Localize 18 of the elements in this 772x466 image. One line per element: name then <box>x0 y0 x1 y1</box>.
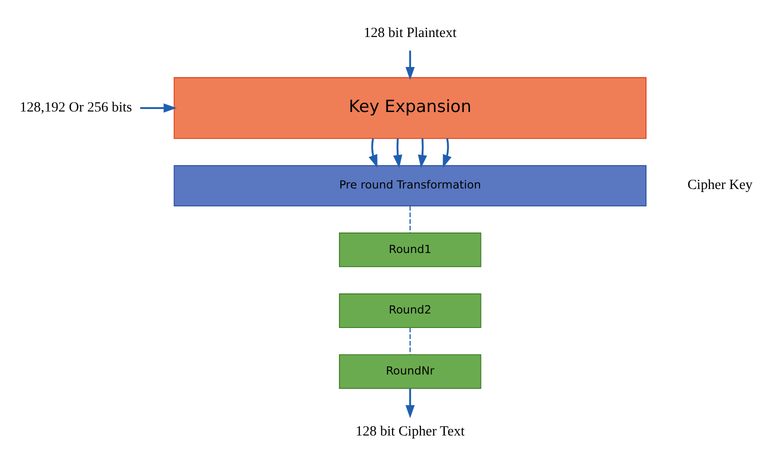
connector <box>410 206 411 233</box>
node-box: RoundNr <box>338 354 482 389</box>
connector <box>410 328 411 355</box>
arrow <box>406 50 415 80</box>
node-text: 128,192 Or 256 bits <box>20 99 132 116</box>
label: Cipher Key <box>687 177 753 193</box>
arrow <box>418 138 428 168</box>
arrow <box>406 388 415 418</box>
node-box: Round1 <box>338 232 482 268</box>
node-text: 128 bit Plaintext <box>364 24 456 41</box>
arrow <box>442 138 452 168</box>
node-text: 128 bit Cipher Text <box>356 424 465 440</box>
node-box: Key Expansion <box>174 77 646 139</box>
arrow <box>393 138 402 168</box>
node-box: Round2 <box>338 293 482 328</box>
arrow <box>368 138 378 168</box>
arrow <box>140 103 177 113</box>
node-box: Pre round Transformation <box>174 165 646 206</box>
